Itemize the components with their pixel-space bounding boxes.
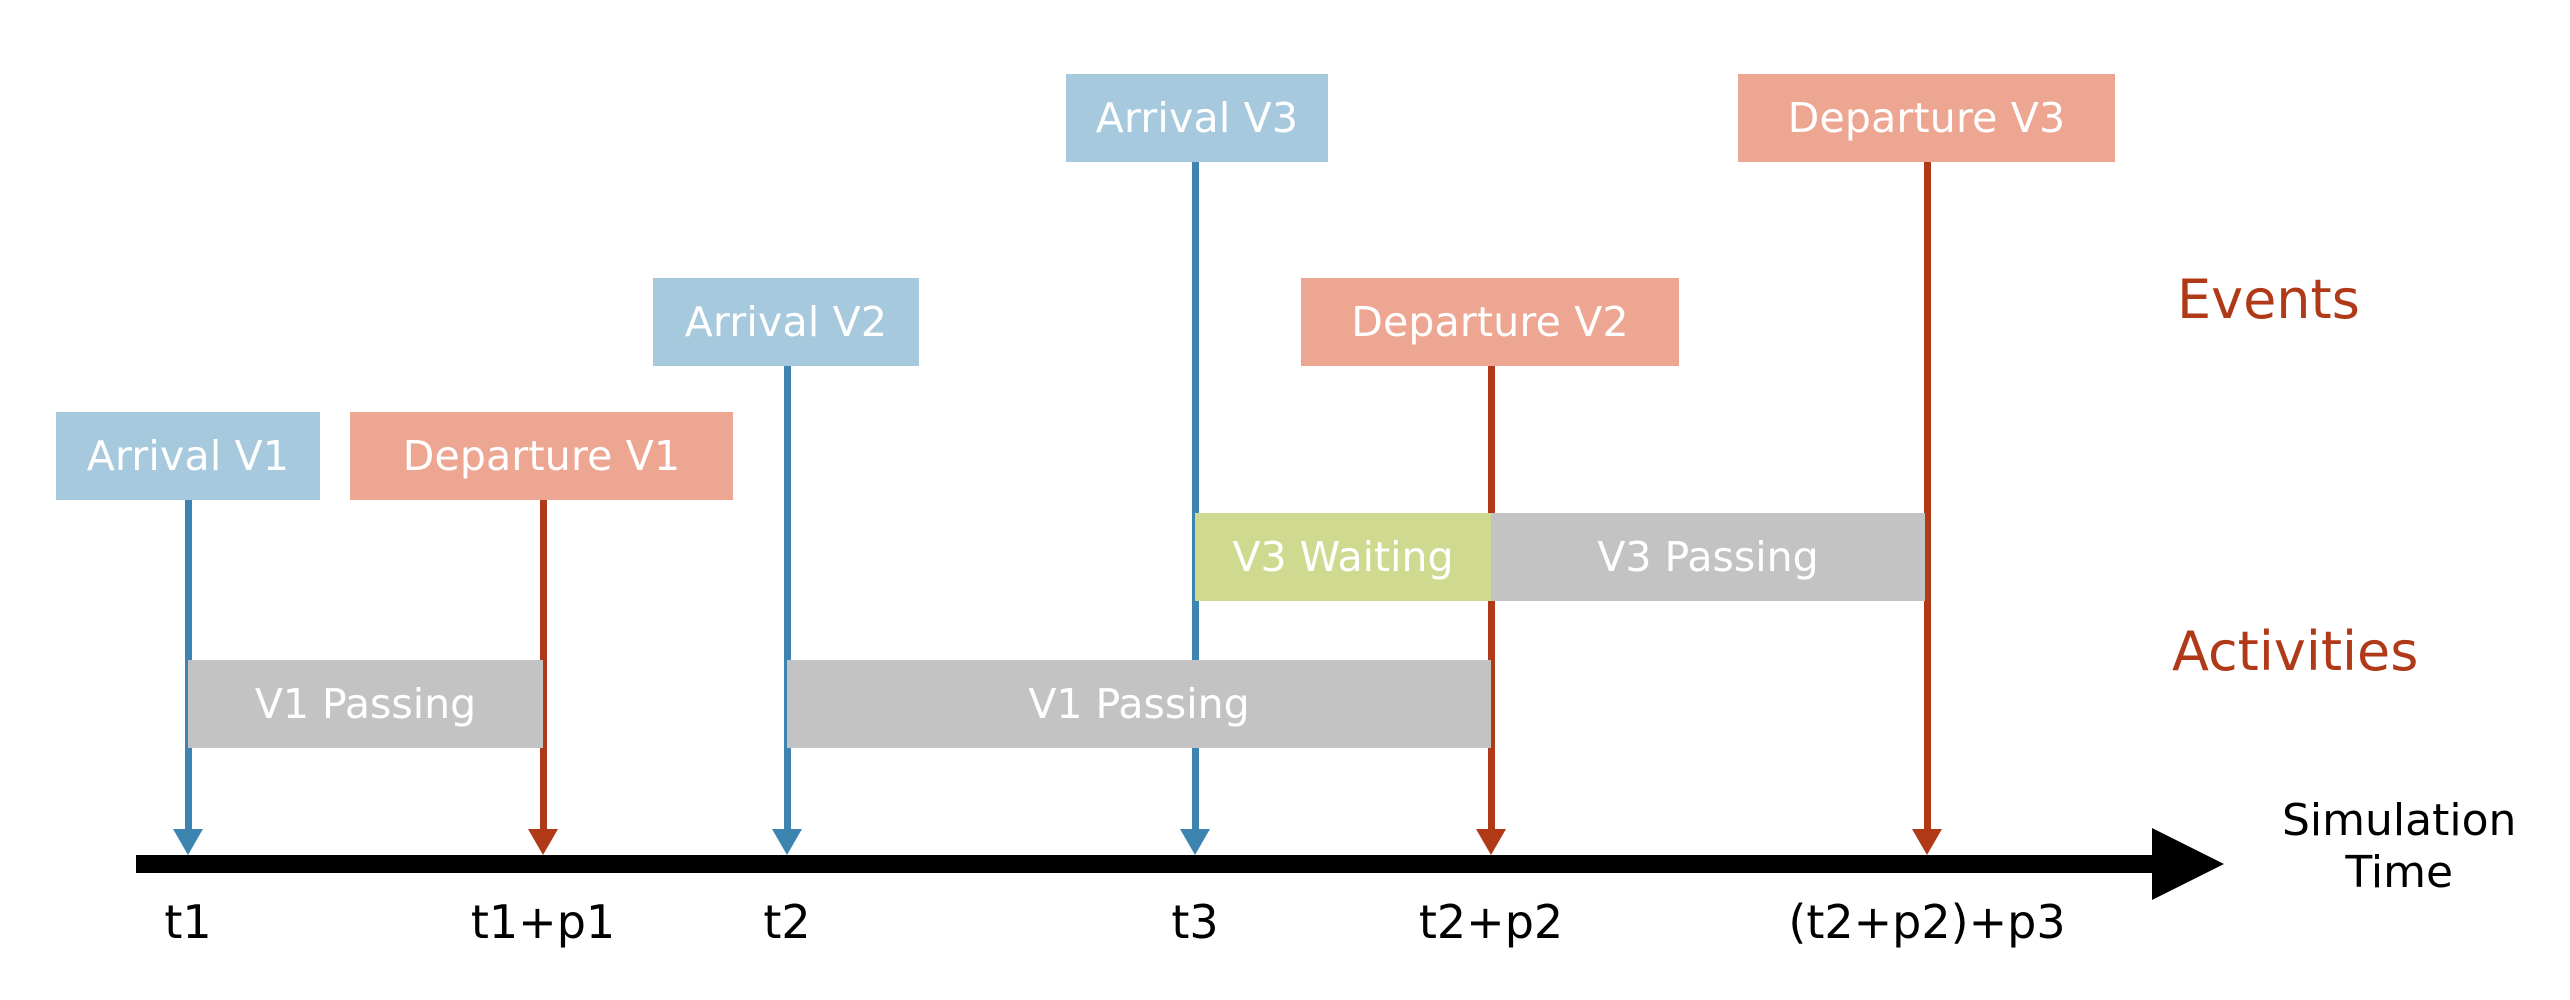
activity-bar: V1 Passing [188, 660, 543, 748]
activity-bar-label: V3 Waiting [1232, 533, 1454, 581]
event-box-arrival-v1: Arrival V1 [56, 412, 320, 500]
axis-tick-label: t3 [1171, 895, 1219, 949]
event-box-label: Departure V2 [1351, 298, 1629, 346]
axis-title-line-1: Simulation [2282, 795, 2517, 846]
event-box-label: Arrival V1 [86, 432, 290, 480]
connector-arrowhead-icon [1912, 829, 1942, 855]
axis-tick-label: t1+p1 [470, 895, 616, 949]
axis-tick-label: (t2+p2)+p3 [1788, 895, 2066, 949]
activity-bar: V3 Passing [1491, 513, 1925, 601]
event-box-departure-v1: Departure V1 [350, 412, 733, 500]
connector-line-arrival-v2 [784, 366, 791, 829]
event-box-label: Arrival V2 [684, 298, 888, 346]
connector-arrowhead-icon [528, 829, 558, 855]
connector-arrowhead-icon [1476, 829, 1506, 855]
activity-bar-label: V1 Passing [1028, 680, 1250, 728]
connector-line-departure-v3 [1924, 162, 1931, 829]
connector-line-arrival-v3 [1192, 162, 1199, 829]
simulation-time-axis [136, 855, 2156, 873]
event-box-departure-v2: Departure V2 [1301, 278, 1679, 366]
axis-tick-label: t2 [763, 895, 811, 949]
axis-arrowhead-icon [2152, 828, 2224, 900]
event-box-arrival-v3: Arrival V3 [1066, 74, 1328, 162]
axis-title: Simulation Time [2282, 795, 2516, 899]
event-box-label: Arrival V3 [1095, 94, 1299, 142]
connector-arrowhead-icon [772, 829, 802, 855]
event-box-arrival-v2: Arrival V2 [653, 278, 919, 366]
axis-title-line-2: Time [2345, 846, 2454, 898]
event-box-label: Departure V1 [402, 432, 681, 480]
activity-bar-label: V3 Passing [1597, 533, 1819, 581]
axis-tick-label: t1 [164, 895, 212, 949]
connector-line-departure-v1 [540, 500, 547, 829]
activity-bar: V3 Waiting [1195, 513, 1491, 601]
row-title-activities: Activities [2172, 620, 2419, 683]
activity-bar: V1 Passing [787, 660, 1491, 748]
axis-tick-label: t2+p2 [1418, 895, 1564, 949]
row-title-events: Events [2177, 268, 2360, 331]
connector-arrowhead-icon [1180, 829, 1210, 855]
event-box-label: Departure V3 [1787, 94, 2066, 142]
connector-arrowhead-icon [173, 829, 203, 855]
activity-bar-label: V1 Passing [254, 680, 477, 728]
event-box-departure-v3: Departure V3 [1738, 74, 2115, 162]
